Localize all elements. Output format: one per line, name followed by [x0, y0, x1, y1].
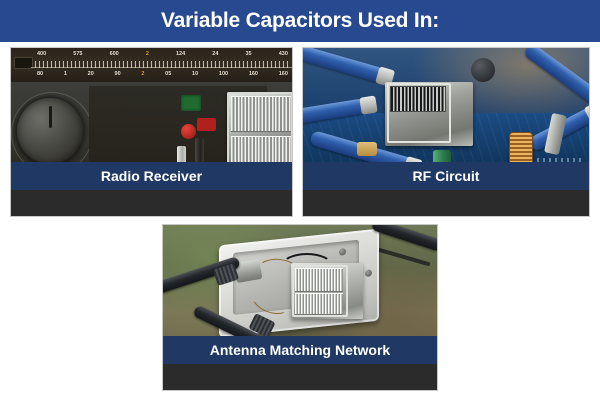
dial-tick-label: 2 [141, 71, 145, 77]
dial-tick-label: 10 [192, 71, 199, 77]
capacitor-plate-stack [295, 293, 343, 315]
coax-cable [522, 48, 589, 105]
dial-tick-label: 90 [114, 71, 121, 77]
panel-rf-circuit: RF Circuit [302, 47, 590, 217]
dial-tick-label: 160 [278, 71, 288, 77]
caption-bar-rf-circuit: RF Circuit [303, 162, 589, 190]
variable-capacitor-rf [385, 82, 473, 146]
caption-bar-radio-receiver: Radio Receiver [11, 162, 292, 190]
silver-capacitor [177, 146, 186, 172]
cable-ferrule [583, 100, 589, 124]
panel-antenna-matching-network: Antenna Matching Network [162, 224, 438, 391]
dial-tick-marks [35, 61, 290, 68]
radio-dial: 400 575 600 2 124 24 35 430 80 1 20 90 2 [11, 48, 292, 82]
dial-tick-label: 80 [37, 71, 44, 77]
capacitor-plate-stack [390, 86, 446, 112]
dial-tick-label: 2 [145, 51, 149, 57]
mounting-bracket [377, 247, 431, 267]
dial-tick-label: 20 [87, 71, 94, 77]
dial-tick-label: 05 [165, 71, 172, 77]
photo-antenna-matching-network: Antenna Matching Network [163, 225, 437, 364]
dial-tick-label: 160 [248, 71, 258, 77]
dial-baseline [31, 67, 292, 68]
shielded-can [471, 58, 495, 82]
black-wire [281, 253, 333, 279]
coax-cable [303, 48, 396, 88]
caption-label: Radio Receiver [100, 168, 203, 184]
gold-connector [357, 142, 377, 156]
dial-scale-top: 400 575 600 2 124 24 35 430 [37, 51, 288, 57]
photo-rf-circuit: RF Circuit [303, 48, 589, 190]
dial-brand-plate [14, 57, 33, 69]
dial-tick-label: 600 [109, 51, 119, 57]
dial-tick-label: 35 [245, 51, 252, 57]
capacitor-plate-stack [231, 96, 292, 132]
dial-scale-bottom: 80 1 20 90 2 05 10 100 160 160 [37, 71, 288, 77]
variable-capacitor-antenna [291, 263, 363, 319]
dial-tick-label: 124 [176, 51, 186, 57]
dial-tick-label: 430 [278, 51, 288, 57]
header-bar: Variable Capacitors Used In: [0, 0, 600, 42]
capacitor-plate-stack [295, 268, 343, 292]
caption-bar-antenna-matching-network: Antenna Matching Network [163, 336, 437, 364]
cable-ferrule [359, 95, 378, 115]
dial-tick-label: 1 [63, 71, 67, 77]
dial-tick-label: 400 [37, 51, 47, 57]
dial-tick-label: 100 [218, 71, 229, 77]
caption-label: RF Circuit [412, 168, 480, 184]
red-block-component [197, 118, 216, 131]
caption-label: Antenna Matching Network [209, 342, 391, 358]
red-round-component [181, 124, 196, 139]
capacitor-frame [387, 83, 451, 143]
green-component [181, 95, 201, 111]
dial-tick-label: 24 [212, 51, 219, 57]
page-title: Variable Capacitors Used In: [160, 9, 439, 32]
capacitor-frame [292, 265, 348, 317]
photo-radio-receiver: 400 575 600 2 124 24 35 430 80 1 20 90 2 [11, 48, 292, 190]
panel-radio-receiver: 400 575 600 2 124 24 35 430 80 1 20 90 2 [10, 47, 293, 217]
dark-cylinder-component [195, 138, 204, 168]
tuning-knob [17, 98, 83, 164]
dial-tick-label: 575 [73, 51, 83, 57]
